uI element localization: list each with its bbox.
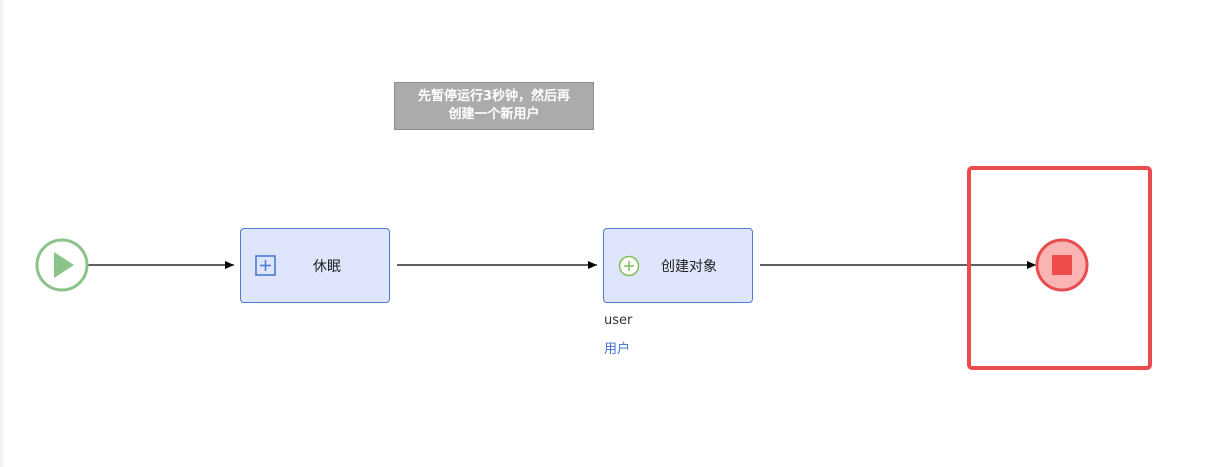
play-icon xyxy=(54,252,74,278)
task-create-object[interactable]: 创建对象 xyxy=(603,228,753,303)
variable-name: user xyxy=(604,313,633,328)
task-sleep-label: 休眠 xyxy=(313,258,341,275)
expand-plus-square-icon[interactable] xyxy=(255,255,277,277)
annotation-line-1: 先暂停运行3秒钟，然后再 xyxy=(417,89,571,104)
add-circle-icon xyxy=(618,255,640,277)
start-event[interactable] xyxy=(35,238,89,292)
task-sleep[interactable]: 休眠 xyxy=(240,228,390,303)
end-event-selection-box xyxy=(967,166,1152,370)
stop-icon xyxy=(1052,255,1072,275)
task-create-object-label: 创建对象 xyxy=(661,258,717,275)
annotation-line-2: 创建一个新用户 xyxy=(448,107,540,122)
annotation-note[interactable]: 先暂停运行3秒钟，然后再 创建一个新用户 xyxy=(394,82,594,130)
canvas-left-edge xyxy=(0,0,3,467)
variable-label[interactable]: 用户 xyxy=(604,342,631,357)
end-event[interactable] xyxy=(1035,238,1089,292)
